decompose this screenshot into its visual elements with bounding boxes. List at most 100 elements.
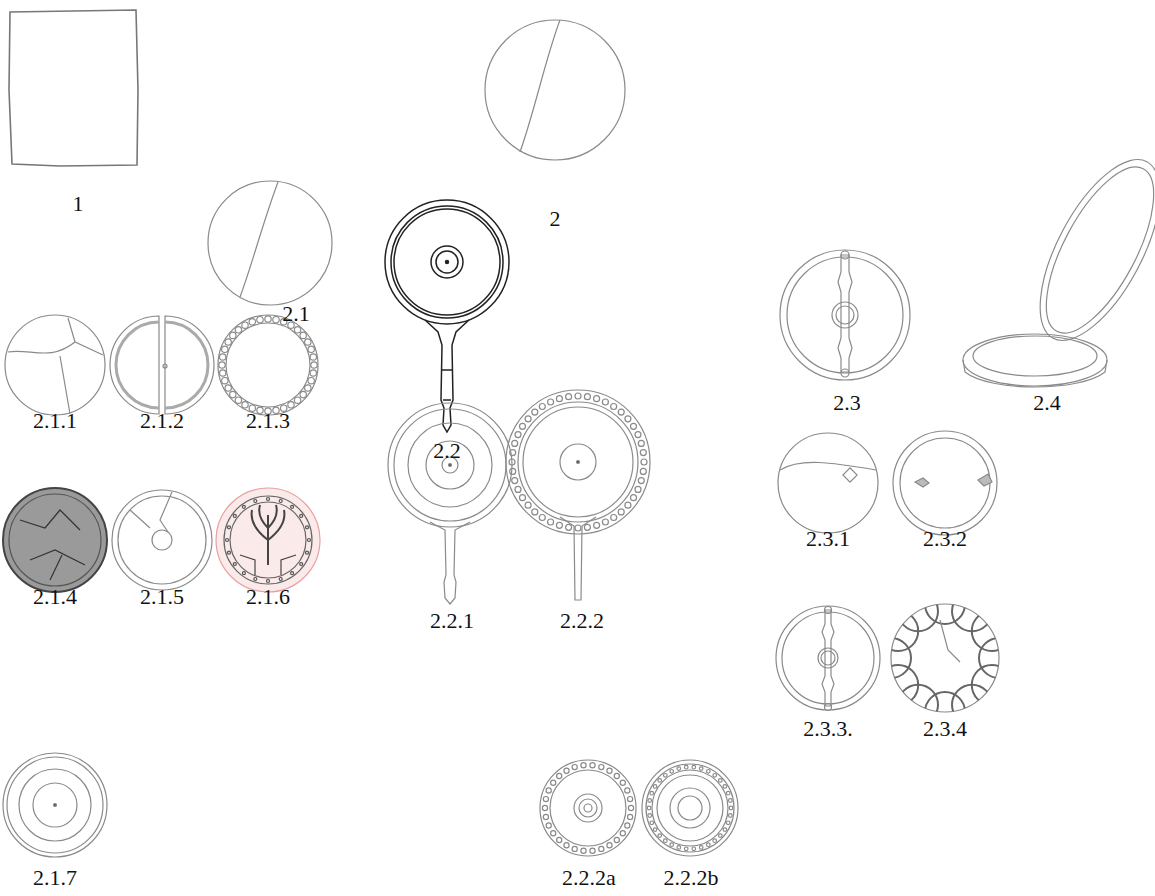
bead (220, 354, 226, 360)
bead (594, 522, 600, 528)
beaded-handled-mirror (506, 390, 650, 600)
type-number: 2.3.1 (806, 528, 850, 550)
bead (520, 423, 526, 429)
bead (557, 837, 562, 842)
bead (640, 450, 646, 456)
bead (308, 539, 311, 542)
bead (638, 440, 644, 446)
type-number: 2.2.1 (430, 610, 474, 632)
type-number: 2 (550, 208, 561, 230)
bead (265, 316, 271, 322)
concentric-mirror (3, 753, 107, 857)
bead (602, 399, 608, 405)
bead (628, 797, 633, 802)
bead (564, 768, 569, 773)
type-number: 2.1 (282, 303, 310, 325)
bead (575, 393, 581, 399)
bead (267, 498, 270, 501)
bead (670, 843, 674, 847)
round-mirror (485, 20, 625, 160)
bead (713, 774, 717, 778)
bead (647, 806, 651, 810)
bead (512, 440, 518, 446)
bead (305, 339, 311, 345)
bead (729, 806, 733, 810)
bead (222, 378, 228, 384)
bead (611, 404, 617, 410)
bead (729, 814, 733, 818)
decorated-mirror (216, 488, 320, 592)
bead (572, 846, 577, 851)
bead (719, 834, 723, 838)
bead (254, 578, 257, 581)
type-number: 2.2.2a (562, 867, 616, 889)
type-number: 2.1.3 (246, 410, 290, 432)
round-mirror (208, 181, 332, 305)
bead (584, 394, 590, 400)
arc (878, 665, 918, 705)
bead (525, 502, 531, 508)
dot-ring (226, 498, 311, 583)
bead (291, 572, 294, 575)
type-number: 2.3.4 (923, 718, 967, 740)
round-mirror (5, 315, 105, 415)
open-box-mirror (963, 142, 1155, 387)
bead (581, 763, 586, 768)
bead (228, 526, 231, 529)
bead (664, 774, 668, 778)
bead (625, 502, 631, 508)
bead (257, 317, 263, 323)
bead (300, 514, 303, 517)
bead (235, 397, 241, 403)
bead (242, 322, 248, 328)
bead (233, 563, 236, 566)
bead (515, 486, 521, 492)
bead (539, 515, 545, 521)
arc (972, 611, 1012, 651)
bead (625, 416, 631, 422)
bead (291, 505, 294, 508)
bead (631, 495, 637, 501)
bead (635, 486, 641, 492)
bead (556, 396, 562, 402)
arc (979, 638, 1019, 678)
round-mirror (893, 431, 997, 535)
bead (692, 765, 696, 769)
type-number: 2.1.4 (33, 586, 77, 608)
bead (726, 821, 730, 825)
bead (729, 799, 733, 803)
bead (599, 765, 604, 770)
bead (631, 423, 637, 429)
bead (294, 397, 300, 403)
bead (311, 362, 317, 368)
arc (898, 591, 938, 631)
bead (584, 524, 590, 530)
bead (242, 572, 245, 575)
bead (279, 578, 282, 581)
arc (871, 638, 911, 678)
bead (532, 409, 538, 415)
corroded-mirror (3, 488, 107, 592)
beaded-mirror (218, 315, 318, 415)
bead (235, 327, 241, 333)
bead (611, 515, 617, 521)
round-mirror (112, 490, 212, 590)
bead (684, 765, 688, 769)
bead (620, 780, 625, 785)
bead (249, 319, 255, 325)
arc-decorated-mirror (871, 584, 1019, 732)
bead (635, 432, 641, 438)
box-mirror (780, 250, 910, 380)
bead (225, 339, 231, 345)
type-number: 2.3 (833, 392, 861, 414)
bead (581, 848, 586, 853)
bead (551, 831, 556, 836)
broken-mirror (110, 316, 214, 414)
bead (305, 385, 311, 391)
bead (599, 846, 604, 851)
bead (294, 327, 300, 333)
bead (699, 767, 703, 771)
concentric-mirror (642, 760, 738, 856)
bead (543, 797, 548, 802)
